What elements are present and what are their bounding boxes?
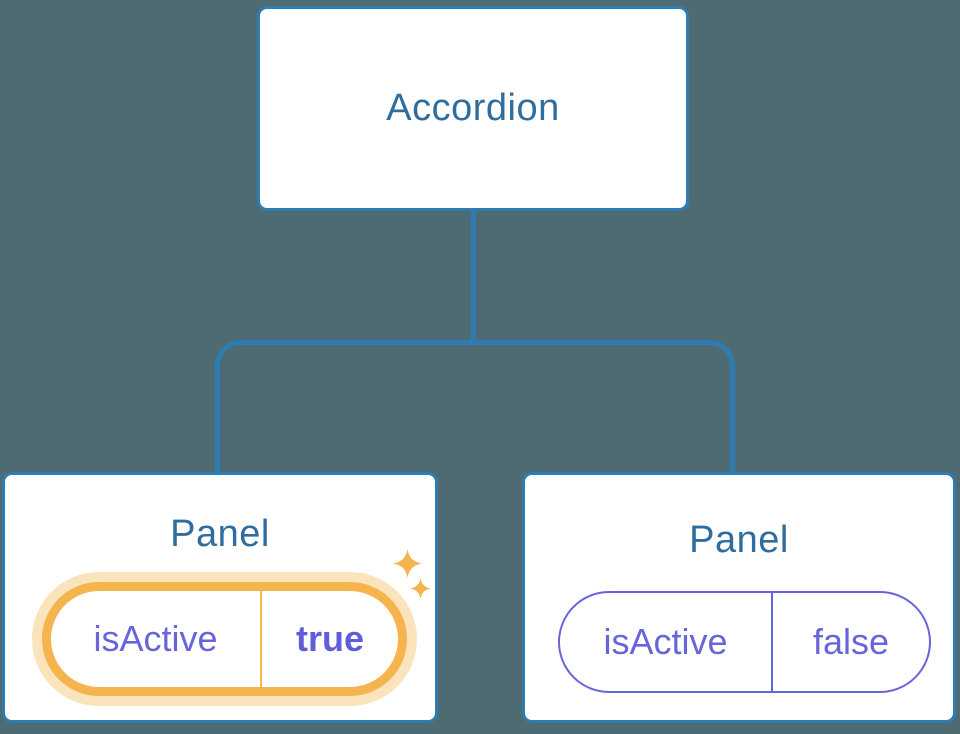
panel-node-inactive: Panel isActive false <box>522 472 956 723</box>
prop-pill-inactive: isActive false <box>558 591 931 693</box>
prop-value: false <box>812 621 890 662</box>
sparkle-icon-large <box>393 549 422 578</box>
prop-value: true <box>295 618 364 659</box>
accordion-node: Accordion <box>257 6 689 211</box>
sparkle-icon-small <box>410 578 431 599</box>
accordion-node-label: Accordion <box>386 87 560 129</box>
connector-bracket <box>215 340 735 472</box>
panel-node-title: Panel <box>689 519 789 561</box>
prop-pill-active: isActive true <box>42 582 407 696</box>
prop-name: isActive <box>560 593 773 691</box>
connector-stem <box>471 209 476 345</box>
panel-node-active: Panel isActive true <box>2 472 438 723</box>
prop-name: isActive <box>51 591 262 687</box>
panel-node-title: Panel <box>170 513 270 555</box>
